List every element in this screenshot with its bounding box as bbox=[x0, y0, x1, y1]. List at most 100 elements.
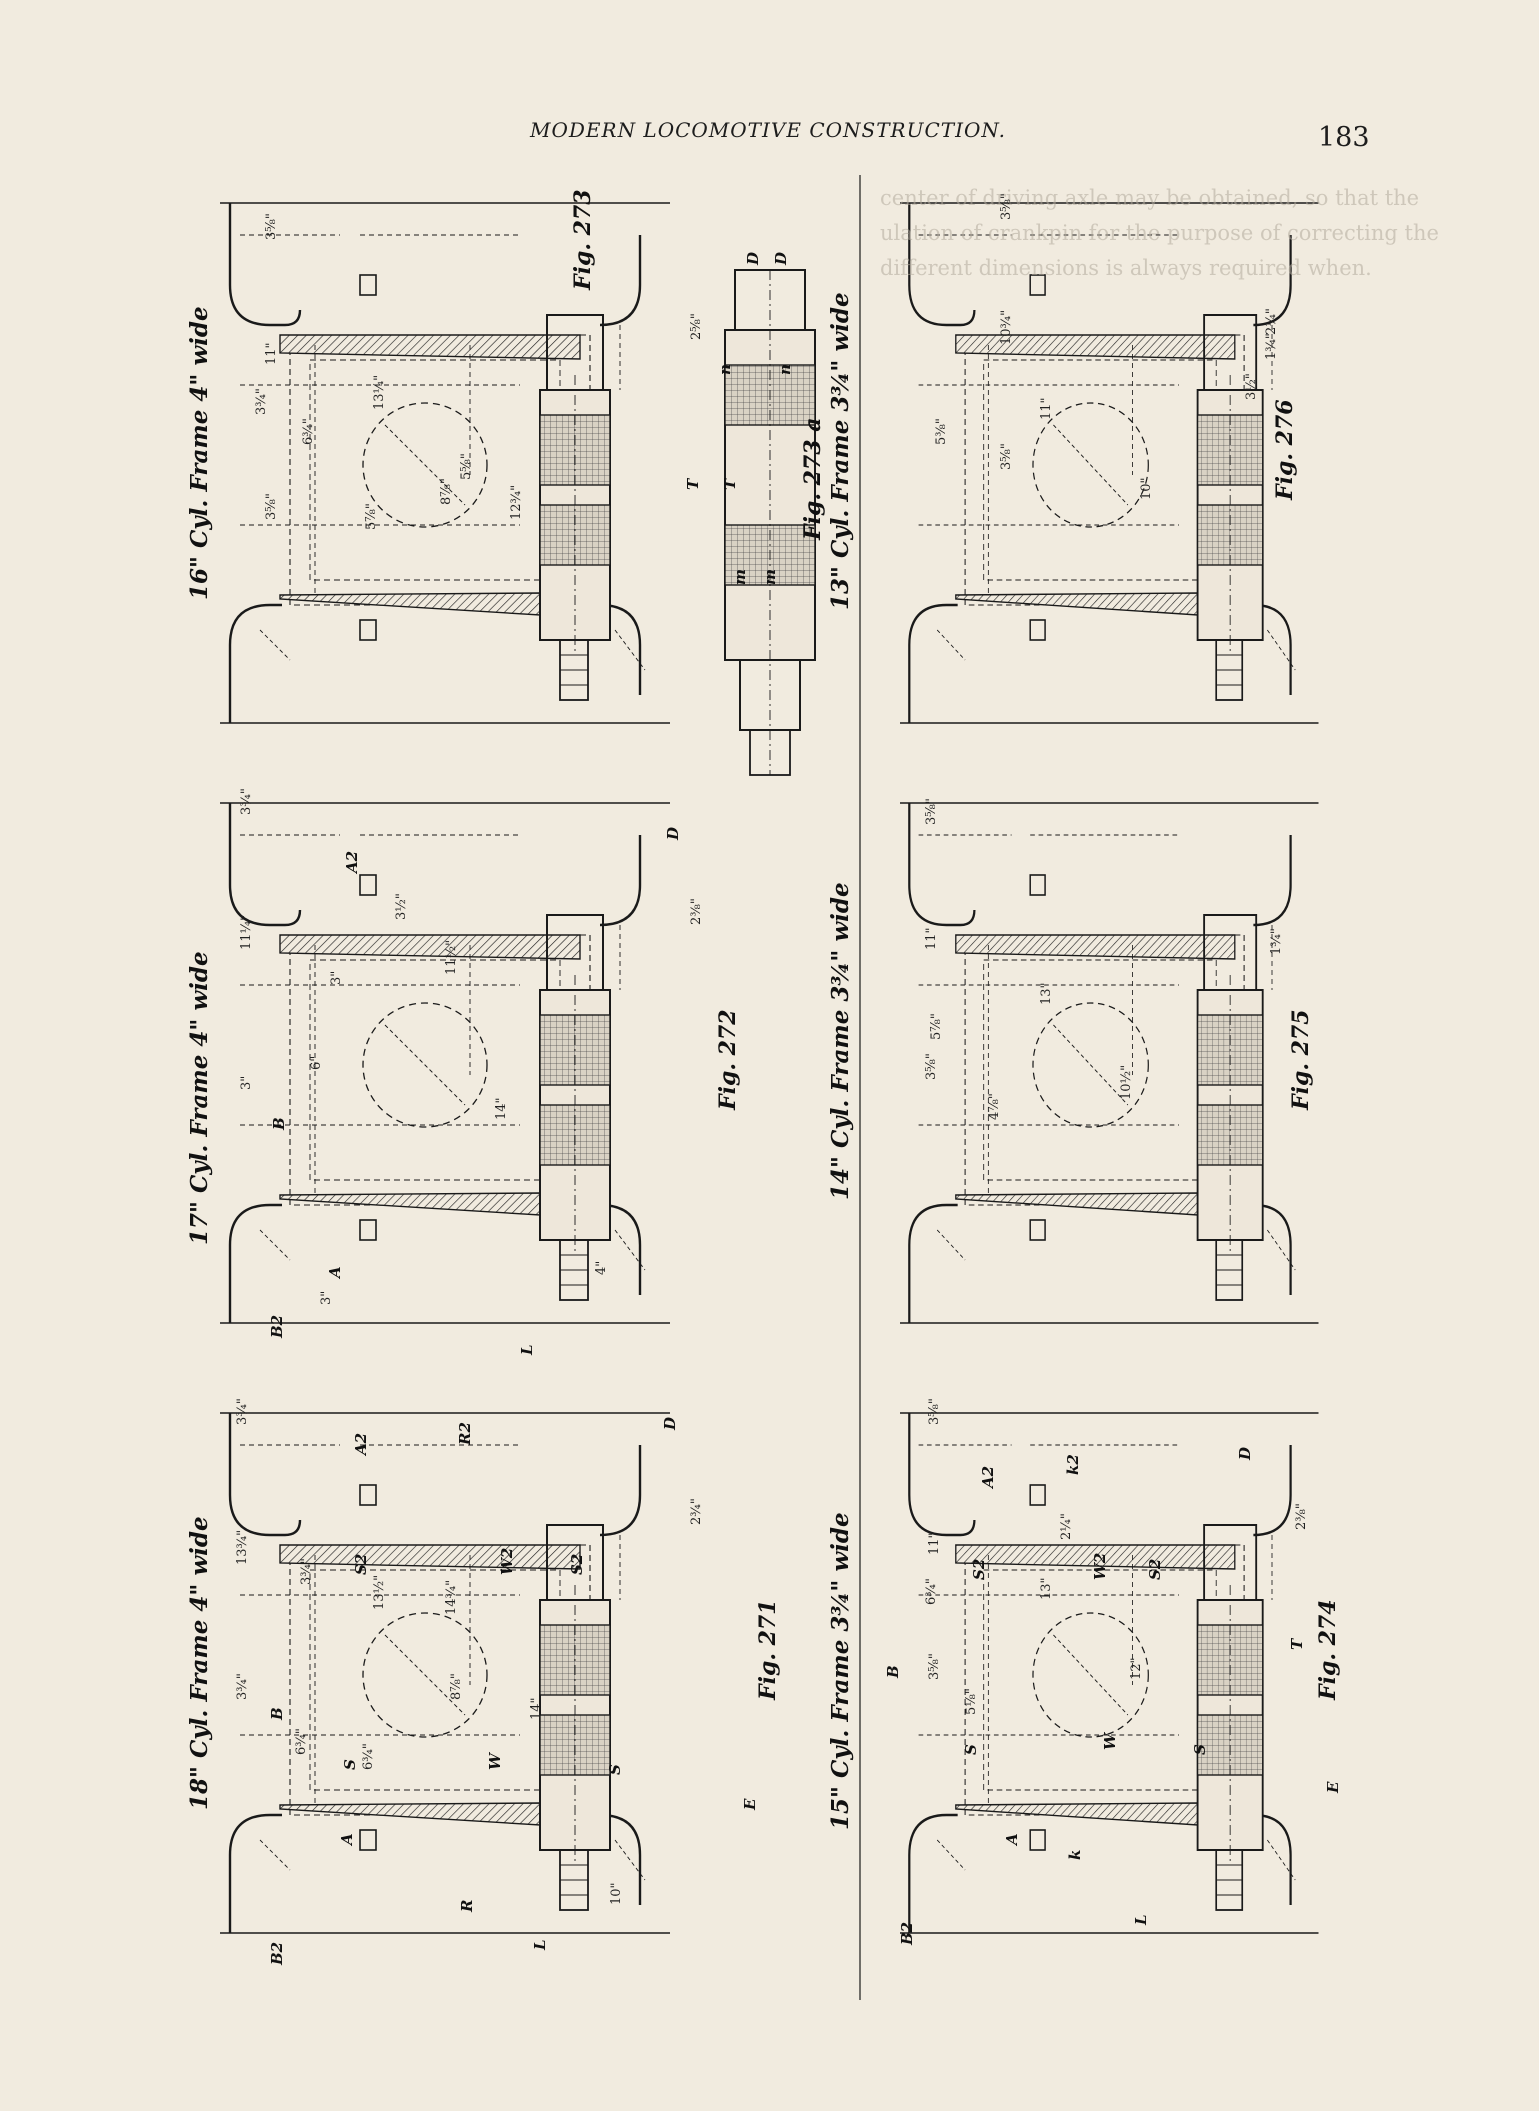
fig-274-drawing bbox=[898, 1411, 1320, 1935]
letter-r-271: R bbox=[458, 1900, 476, 1913]
letter-w-271: W bbox=[486, 1751, 504, 1770]
dim-274-5: 13" bbox=[1039, 1577, 1054, 1600]
letter-a-272: A bbox=[326, 1266, 344, 1280]
dim-275-5: 10½" bbox=[1119, 1065, 1134, 1100]
letter-t-273a: T bbox=[721, 477, 739, 490]
dim-276-10: 1¾" bbox=[1264, 333, 1279, 360]
letter-t-273: T bbox=[684, 477, 702, 490]
bleed-line-2: ulation of crankpin for the purpose of c… bbox=[880, 221, 1439, 245]
dim-274-2: 3⅝" bbox=[927, 1653, 942, 1680]
dim-276-4: 2¼" bbox=[1264, 308, 1279, 335]
fig-275-drawing bbox=[898, 801, 1320, 1325]
dims-fig-271: 3¾" 13¾" 3¾" 2¾" 13½" 14¾" 3¾" 8⅞" 14" 6… bbox=[235, 1398, 704, 1905]
dim-273-9: 2⅝" bbox=[689, 313, 704, 340]
dim-276-7: 5⅜" bbox=[934, 418, 949, 445]
letters-fig-273: T D D T n n m m bbox=[684, 252, 794, 585]
dim-271-9: 6¾" bbox=[294, 1728, 309, 1755]
dim-272-6: 2⅜" bbox=[689, 898, 704, 925]
letter-s-bottom-274: S bbox=[1191, 1744, 1209, 1755]
fig-label-272: Fig. 272 bbox=[715, 1009, 741, 1111]
dim-275-7: 4⅞" bbox=[987, 1093, 1002, 1120]
dim-274-6: 12" bbox=[1129, 1657, 1144, 1680]
letter-s-bottom-271: S bbox=[606, 1764, 624, 1775]
letter-w2-274: W2 bbox=[1091, 1553, 1109, 1580]
dim-275-10: 1¾" bbox=[1269, 928, 1284, 955]
dim-273-6: 6¾" bbox=[301, 418, 316, 445]
letter-l-272: L bbox=[518, 1344, 536, 1356]
dim-273-8: 5⅝" bbox=[459, 453, 474, 480]
letter-w-274: W bbox=[1101, 1731, 1119, 1750]
letter-n1-273a: n bbox=[716, 364, 734, 375]
dim-274-8: 5⅛" bbox=[964, 1688, 979, 1715]
letter-d-273a-top: D bbox=[772, 252, 790, 266]
letter-s2b-274: S2 bbox=[1146, 1559, 1164, 1580]
dim-272-10: 4" bbox=[594, 1261, 609, 1275]
letter-s2a-274: S2 bbox=[970, 1559, 988, 1580]
dim-276-5: 11" bbox=[1039, 397, 1054, 420]
letter-l-274: L bbox=[1132, 1914, 1150, 1926]
letter-s-274: S bbox=[962, 1744, 980, 1755]
dim-275-1: 11" bbox=[924, 927, 939, 950]
title-fig-272: 17" Cyl. Frame 4" wide bbox=[186, 951, 213, 1245]
letters-fig-274: B2 A k B A2 k2 S S2 W2 S2 W S T L E D bbox=[884, 1447, 1342, 1946]
bleed-line-3: different dimensions is always required … bbox=[880, 256, 1372, 280]
dim-275-4: 13" bbox=[1039, 982, 1054, 1005]
dim-272-2: 3" bbox=[239, 1076, 254, 1090]
letter-d-273: D bbox=[744, 252, 762, 266]
dim-276-2: 3⅝" bbox=[999, 443, 1014, 470]
dim-272-1: 11¼" bbox=[239, 915, 254, 950]
dims-fig-272: 3¾" 11¼" 3" 3½" 11½" 3" 2⅜" 3" 6" 14" 4" bbox=[239, 788, 704, 1305]
dim-272-3: 3½" bbox=[394, 893, 409, 920]
dim-274-0: 3⅝" bbox=[927, 1398, 942, 1425]
dim-275-0: 3⅝" bbox=[924, 798, 939, 825]
letter-b2-271: B2 bbox=[268, 1942, 286, 1966]
letter-a2-272: A2 bbox=[343, 851, 361, 875]
letter-k-274: k bbox=[1066, 1850, 1084, 1860]
dim-272-8: 6" bbox=[309, 1056, 324, 1070]
wedge-assembly-272 bbox=[218, 801, 672, 1325]
fig-label-275: Fig. 275 bbox=[1288, 1009, 1314, 1111]
letter-l-271: L bbox=[531, 1939, 549, 1951]
dim-276-9: 3½" bbox=[1244, 373, 1259, 400]
letter-b2-274: B2 bbox=[898, 1922, 916, 1946]
letter-m2-273a: m bbox=[761, 569, 779, 585]
bleed-line-1: center of driving axle may be obtained, … bbox=[880, 186, 1419, 210]
dim-271-3: 2¾" bbox=[689, 1498, 704, 1525]
dim-273-7: 12¾" bbox=[509, 485, 524, 520]
dim-273-3: 3¾" bbox=[254, 388, 269, 415]
letter-w2-271: W2 bbox=[498, 1548, 516, 1575]
letter-d-272: D bbox=[664, 827, 682, 841]
wedge-assembly-275 bbox=[898, 801, 1320, 1325]
letter-m1-273a: m bbox=[731, 569, 749, 585]
dim-272-7: 3" bbox=[319, 1291, 334, 1305]
dims-fig-276: 3⅝" 10¾" 3⅝" 2¼" 11" 10" 5⅜" 3½" 1¾" bbox=[934, 193, 1279, 500]
dim-271-13: 10" bbox=[609, 1882, 624, 1905]
dim-271-2: 3¾" bbox=[235, 1673, 250, 1700]
letter-d-271: D bbox=[661, 1417, 679, 1431]
fig-272-drawing bbox=[218, 801, 672, 1325]
dim-273-1: 11" bbox=[264, 342, 279, 365]
dim-276-6: 10" bbox=[1139, 477, 1154, 500]
dim-274-4: 2¼" bbox=[1059, 1513, 1074, 1540]
wedge-assembly-271 bbox=[218, 1411, 672, 1935]
wedge-assembly-276 bbox=[898, 201, 1320, 725]
letter-a2-271: A2 bbox=[352, 1433, 370, 1457]
dim-272-5: 3" bbox=[329, 971, 344, 985]
title-fig-276: 13" Cyl. Frame 3¾" wide bbox=[827, 292, 854, 610]
dim-275-6: 5⅞" bbox=[929, 1013, 944, 1040]
fig-label-273a: Fig. 273 a bbox=[800, 417, 826, 541]
dim-271-1: 13¾" bbox=[235, 1530, 250, 1565]
dim-272-9: 14" bbox=[494, 1097, 509, 1120]
letter-t-274: T bbox=[1288, 1637, 1306, 1650]
dim-274-1: 11" bbox=[927, 1532, 942, 1555]
fig-label-273: Fig. 273 bbox=[570, 189, 596, 291]
dim-273-5: 5⅞" bbox=[364, 503, 379, 530]
fig-276-drawing bbox=[898, 201, 1320, 725]
dim-271-0: 3¾" bbox=[235, 1398, 250, 1425]
letter-s2a-271: S2 bbox=[352, 1554, 370, 1575]
dim-274-7: 6¾" bbox=[924, 1578, 939, 1605]
title-fig-273: 16" Cyl. Frame 4" wide bbox=[186, 306, 213, 600]
dim-271-5: 14¾" bbox=[444, 1580, 459, 1615]
bleed-through-text: center of driving axle may be obtained, … bbox=[880, 186, 1439, 280]
